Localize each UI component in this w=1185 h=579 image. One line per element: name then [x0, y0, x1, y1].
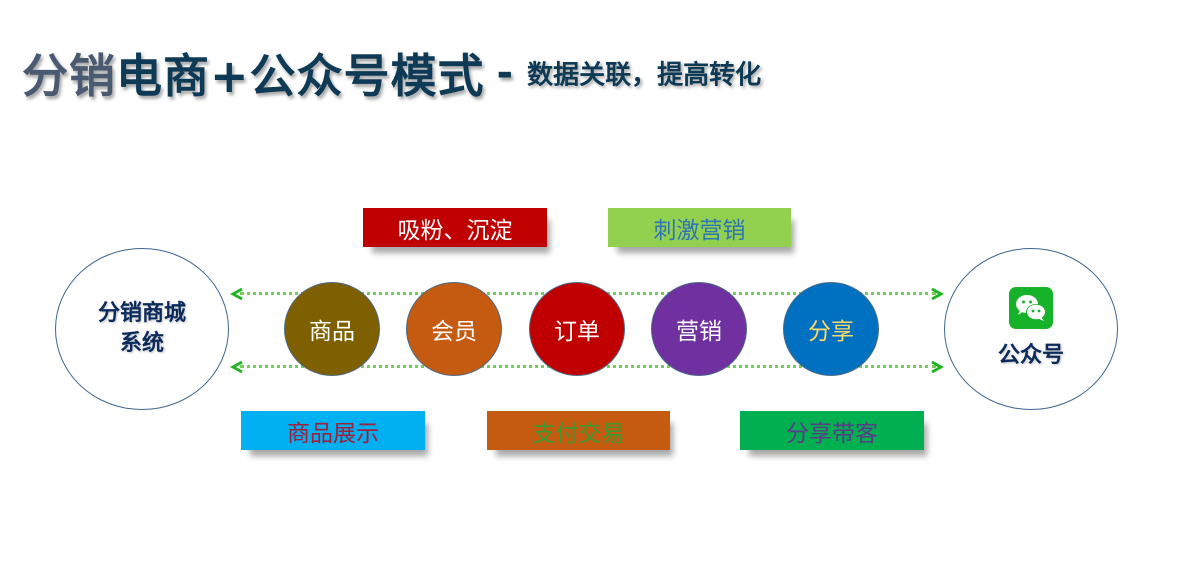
title-main: 分销电商+公众号模式	[22, 49, 485, 103]
node-member-label: 会员	[431, 319, 477, 345]
tag-share-bring-customers: 分享带客	[740, 411, 924, 450]
node-share: 分享	[783, 282, 879, 376]
tag-payment-transaction: 支付交易	[487, 411, 670, 450]
arrow-left-bottom-icon	[230, 360, 243, 374]
wechat-icon	[1009, 287, 1053, 329]
tag-product-display: 商品展示	[241, 411, 425, 450]
title-subtitle: 数据关联，提高转化	[527, 60, 762, 91]
tag-payment-transaction-label: 支付交易	[532, 420, 625, 447]
arrow-right-top-icon	[931, 287, 944, 301]
node-order-label: 订单	[554, 319, 600, 345]
node-product-label: 商品	[309, 319, 355, 345]
arrow-left-top-icon	[230, 287, 243, 301]
official-account-system: 公众号	[944, 248, 1118, 410]
distribution-mall-system: 分销商城 系统	[55, 248, 229, 410]
tag-share-bring-customers-label: 分享带客	[786, 420, 878, 447]
distribution-mall-label-line2: 系统	[119, 331, 164, 356]
node-marketing-label: 营销	[676, 319, 722, 345]
title-dash: -	[496, 50, 514, 96]
node-product: 商品	[284, 282, 380, 376]
tag-product-display-label: 商品展示	[287, 420, 379, 447]
page-title: 分销电商+公众号模式-数据关联，提高转化	[22, 40, 761, 106]
title-main-part1: 分销	[22, 49, 116, 103]
distribution-mall-label-line1: 分销商城	[97, 301, 186, 326]
tag-attract-fans: 吸粉、沉淀	[363, 208, 547, 247]
node-order: 订单	[529, 282, 625, 376]
tag-stimulate-marketing: 刺激营销	[608, 208, 791, 247]
node-share-label: 分享	[808, 319, 854, 345]
distribution-mall-label: 分销商城 系统	[98, 299, 186, 359]
title-main-part2: 电商+公众号模式	[116, 49, 485, 103]
node-member: 会员	[406, 282, 502, 376]
arrow-right-bottom-icon	[931, 360, 944, 374]
tag-attract-fans-label: 吸粉、沉淀	[397, 217, 513, 244]
tag-stimulate-marketing-label: 刺激营销	[653, 217, 746, 244]
node-marketing: 营销	[651, 282, 747, 376]
official-account-label: 公众号	[997, 343, 1064, 368]
